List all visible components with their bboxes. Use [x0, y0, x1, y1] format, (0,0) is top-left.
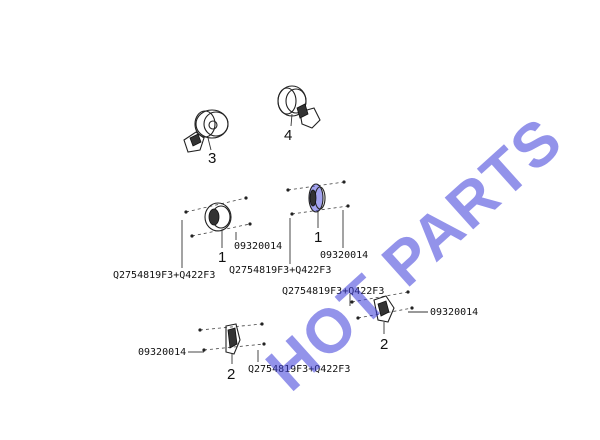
code-09320014-b: 09320014 — [320, 250, 368, 261]
callout-1-left: 1 — [218, 249, 226, 266]
assembly-1-left: 1 09320014 Q2754819F3+Q422F3 — [113, 196, 282, 281]
assembly-2-left: 2 09320014 Q2754819F3+Q422F3 — [138, 322, 350, 383]
callout-4: 4 — [284, 127, 292, 144]
callout-2-left: 2 — [227, 366, 235, 383]
callout-2-right: 2 — [380, 336, 388, 353]
code-q2754819-a: Q2754819F3+Q422F3 — [113, 270, 215, 281]
code-q2754819-b: Q2754819F3+Q422F3 — [229, 265, 331, 276]
watermark: HOT PARTS — [254, 104, 576, 404]
assembly-1-right: 1 Q2754819F3+Q422F3 09320014 — [229, 180, 368, 276]
code-q2754819-c: Q2754819F3+Q422F3 — [282, 286, 384, 297]
assembly-2-right: 2 Q2754819F3+Q422F3 09320014 — [282, 286, 478, 353]
callout-1-right: 1 — [314, 229, 322, 246]
code-09320014-d: 09320014 — [138, 347, 186, 358]
assembly-4: 4 — [277, 85, 321, 144]
code-09320014-a: 09320014 — [234, 241, 282, 252]
code-q2754819-d: Q2754819F3+Q422F3 — [248, 364, 350, 375]
code-09320014-c: 09320014 — [430, 307, 478, 318]
assembly-3: 3 — [183, 109, 229, 167]
callout-3: 3 — [208, 150, 216, 167]
